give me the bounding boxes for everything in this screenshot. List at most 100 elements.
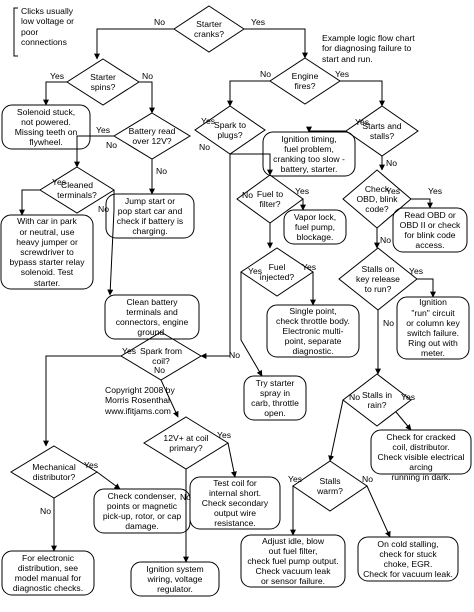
- decision-stalls-warm-diamond: [292, 460, 368, 512]
- flow-arrow-0: [94, 28, 174, 60]
- yes-label-6: Yes: [96, 125, 111, 135]
- flow-arrow-6: [74, 135, 114, 168]
- outcome-vapor-lock: Vapor lock, fuel pump, blockage.: [293, 211, 337, 243]
- yes-label-17: Yes: [248, 266, 263, 276]
- outcome-condenser: Check condenser, points or magnetic pick…: [102, 490, 182, 532]
- flow-arrow-5: [340, 80, 385, 107]
- no-label-11: No: [156, 166, 167, 176]
- decision-starter-cranks: Starter cranks?: [193, 18, 225, 39]
- yes-label-15: Yes: [295, 186, 310, 196]
- decision-fuel-injected-diamond: [240, 247, 314, 297]
- flow-arrow-11: [200, 154, 231, 359]
- no-label-16: No: [242, 190, 253, 200]
- outcome-cold-stalling: On cold stalling, check for stuck choke,…: [363, 538, 453, 580]
- outcome-electronic-dist: For electronic distribution, see model m…: [12, 552, 84, 594]
- flow-arrow-24: [395, 411, 412, 431]
- decision-stalls-rain-diamond: [342, 373, 412, 427]
- no-label-0: No: [154, 17, 165, 27]
- decision-starter-cranks-diamond: [173, 5, 245, 53]
- yes-label-1: Yes: [251, 17, 266, 27]
- outcome-ignition-timing: Ignition timing, fuel problem, cranking …: [273, 133, 345, 175]
- decision-check-obd: Check OBD, blink code?: [356, 183, 398, 215]
- decision-fuel-to-filter: Fuel to filter?: [256, 188, 284, 209]
- outcome-cold-stalling-box: [357, 536, 459, 582]
- no-label-24: No: [229, 350, 240, 360]
- flow-arrow-19: [240, 272, 263, 377]
- copyright-note: Copyright 2008 by Morris Rosenthal www.i…: [105, 385, 175, 416]
- outcome-read-obd: Read OBD or OBD II or check for blink co…: [399, 209, 461, 251]
- decision-fuel-injected: Fuel injected?: [259, 261, 295, 282]
- decision-starter-spins-diamond: [66, 58, 140, 106]
- decision-stalls-rain: Stalls in rain?: [361, 389, 393, 410]
- outcome-bypass-relay-box: [0, 214, 94, 290]
- decision-cleaned-terminals-diamond: [39, 166, 115, 214]
- yes-label-19: Yes: [386, 186, 401, 196]
- outcome-cracked-coil-box: [370, 429, 472, 475]
- outcome-bypass-relay: With car in park or neutral, use heavy j…: [9, 216, 85, 288]
- no-label-34: No: [154, 365, 165, 375]
- no-label-10: No: [199, 142, 210, 152]
- outcome-vapor-lock-box: [283, 209, 347, 245]
- decision-spark-to-plugs: Spark to plugs?: [213, 119, 246, 140]
- flow-arrow-28: [96, 471, 121, 490]
- outcome-adjust-idle: Adjust idle, blow out fuel filter, check…: [247, 535, 339, 587]
- flow-arrow-26: [227, 442, 237, 478]
- flow-arrow-23: [160, 379, 179, 418]
- flow-arrow-22: [43, 355, 121, 447]
- no-label-31: No: [40, 506, 51, 516]
- yes-label-22: Yes: [409, 266, 424, 276]
- decision-mechanical-distributor: Mechanical distributor?: [32, 461, 76, 482]
- decision-engine-fires-diamond: [269, 57, 341, 105]
- flow-arrow-12: [19, 189, 40, 216]
- yes-label-2: Yes: [50, 71, 65, 81]
- decision-v12-coil: 12V+ at coil primary?: [163, 432, 209, 453]
- outcome-single-point: Single point, check throttle body. Elect…: [276, 305, 350, 357]
- yes-label-32: Yes: [288, 474, 303, 484]
- no-label-13: No: [98, 204, 109, 214]
- outcome-clean-battery-box: [104, 294, 200, 340]
- flow-arrow-8: [306, 126, 346, 133]
- outcome-cracked-coil: Check for cracked coil, distributor. Che…: [377, 431, 465, 483]
- yes-label-9: Yes: [355, 117, 370, 127]
- flow-arrow-13: [107, 190, 115, 296]
- flow-arrow-31: [366, 485, 391, 538]
- yes-label-27: Yes: [401, 392, 416, 402]
- flow-arrow-10: [230, 153, 273, 176]
- note-top-left: Clicks usually low voltage or poor conne…: [21, 6, 75, 48]
- outcome-ignition-wiring: Ignition system wiring, voltage regulato…: [146, 563, 204, 595]
- note-bracket: [13, 7, 18, 57]
- no-label-33: No: [362, 474, 373, 484]
- outcome-starter-spray-box: [243, 375, 307, 421]
- no-label-4: No: [260, 69, 271, 79]
- yes-label-12: Yes: [52, 177, 67, 187]
- outcome-ignition-wiring-box: [130, 561, 220, 597]
- yes-label-30: Yes: [84, 460, 99, 470]
- decision-starts-stalls: Starts and stalls?: [362, 120, 402, 141]
- outcome-electronic-dist-box: [1, 550, 95, 596]
- outcome-test-coil: Test coil for internal short. Check seco…: [201, 477, 269, 529]
- no-label-3: No: [142, 71, 153, 81]
- title-note: Example logic flow chart for diagnosing …: [322, 33, 415, 64]
- decision-battery-read: Battery read over 12V?: [128, 125, 176, 146]
- no-label-23: No: [383, 318, 394, 328]
- decision-stalls-key: Stalls on key release to run?: [356, 263, 400, 295]
- decision-engine-fires: Engine fires?: [291, 70, 319, 91]
- flow-arrow-4: [227, 80, 270, 107]
- outcome-condenser-box: [93, 488, 191, 534]
- decision-starter-spins: Starter spins?: [90, 71, 116, 92]
- no-label-21: No: [380, 235, 391, 245]
- no-label-26: No: [349, 392, 360, 402]
- outcome-solenoid: Solenoid stuck, not powered. Missing tee…: [14, 106, 78, 148]
- yes-label-28: Yes: [217, 430, 232, 440]
- flow-arrow-1: [244, 28, 308, 59]
- decision-cleaned-terminals: Cleaned terminals?: [57, 179, 97, 200]
- flow-arrow-16: [411, 198, 433, 209]
- decision-spark-from-coil: Spark from coil?: [139, 345, 183, 366]
- yes-label-20: Yes: [428, 186, 443, 196]
- flow-arrow-20: [417, 278, 436, 298]
- yes-label-8: Yes: [201, 116, 216, 126]
- flow-arrow-2: [43, 81, 67, 106]
- outcome-ignition-run: Ignition "run" circuit or column key swi…: [406, 297, 460, 359]
- no-label-7: No: [106, 140, 117, 150]
